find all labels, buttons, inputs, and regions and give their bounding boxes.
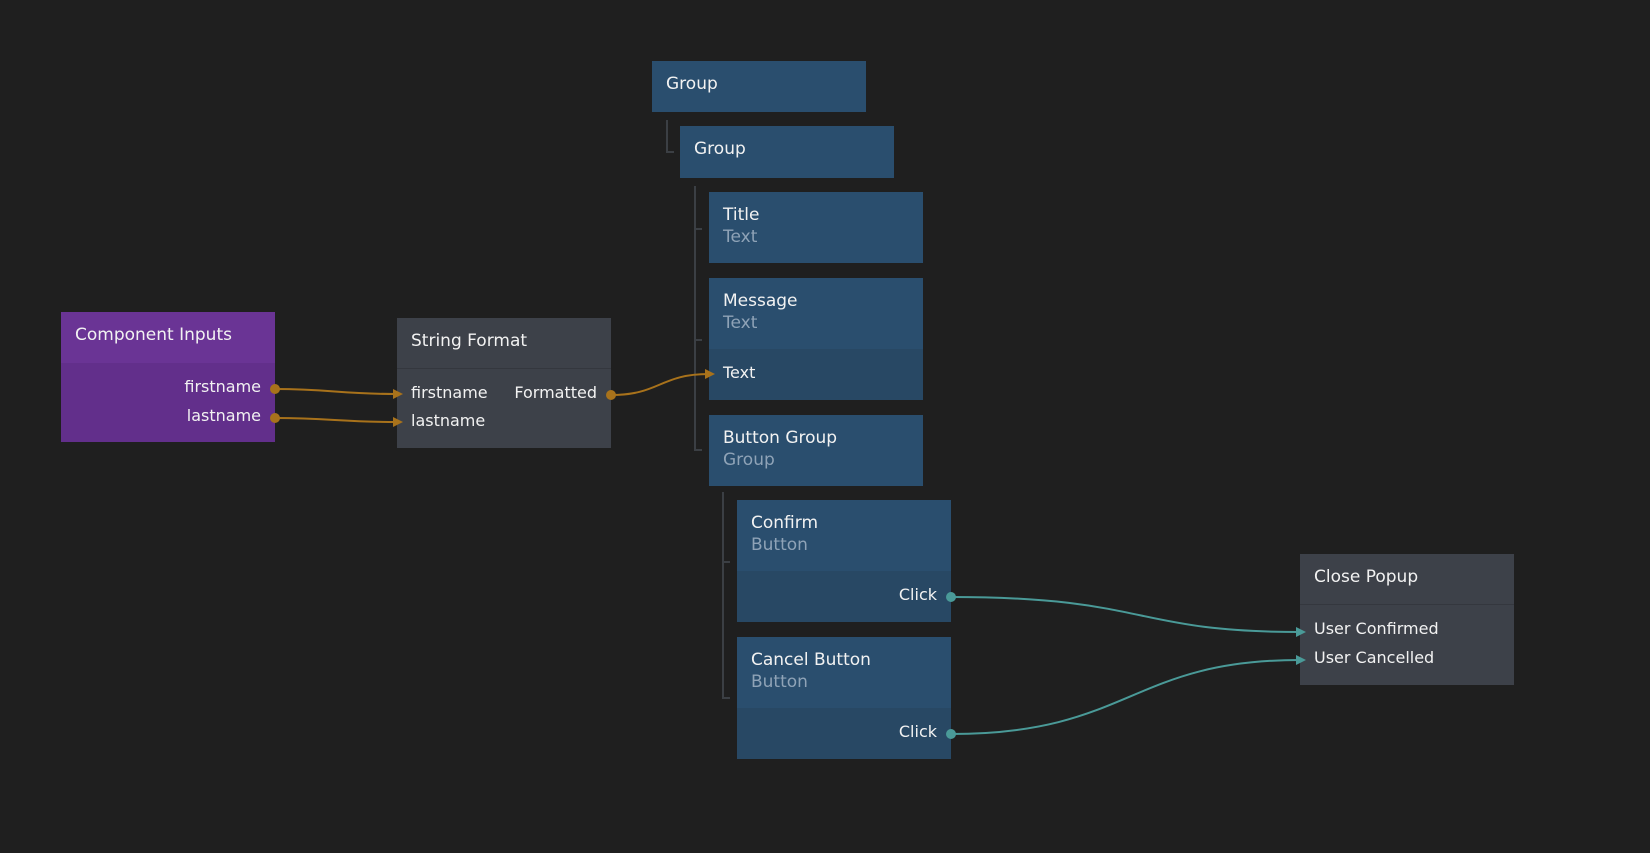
input-port-firstname[interactable]: firstname — [411, 383, 488, 402]
tree-line — [694, 186, 696, 450]
output-port-lastname[interactable]: lastname — [186, 406, 261, 425]
wire-confirm-click — [950, 596, 1301, 633]
wire-cancel-click — [950, 659, 1301, 735]
node-title-text[interactable]: Title Text — [709, 192, 923, 263]
tree-line — [722, 697, 730, 699]
node-type: Button — [751, 535, 808, 555]
node-type: Text — [723, 227, 758, 247]
tree-line — [666, 120, 668, 152]
output-port-formatted[interactable]: Formatted — [514, 383, 597, 402]
wire-lastname — [274, 417, 398, 423]
node-button-group[interactable]: Button Group Group — [709, 415, 923, 486]
node-title: Group — [666, 74, 718, 94]
node-title: Group — [694, 139, 746, 159]
node-confirm-button[interactable]: Confirm Button Click — [737, 500, 951, 622]
node-title: Cancel Button — [751, 650, 871, 670]
wire-firstname — [274, 388, 398, 395]
node-title: String Format — [411, 331, 528, 351]
tree-line — [694, 449, 702, 451]
tree-line — [694, 228, 702, 230]
node-string-format[interactable]: String Format firstname lastname Formatt… — [397, 318, 611, 448]
output-port-click[interactable]: Click — [898, 722, 937, 741]
tree-line — [722, 561, 730, 563]
node-group-inner[interactable]: Group — [680, 126, 894, 178]
input-port-text[interactable]: Text — [723, 363, 756, 382]
tree-line — [694, 339, 702, 341]
node-title: Component Inputs — [75, 325, 232, 345]
node-title: Message — [723, 291, 798, 311]
node-title: Confirm — [751, 513, 819, 533]
node-cancel-button[interactable]: Cancel Button Button Click — [737, 637, 951, 759]
output-port-click[interactable]: Click — [898, 585, 937, 604]
node-group-root[interactable]: Group — [652, 61, 866, 112]
node-component-inputs[interactable]: Component Inputs firstname lastname — [61, 312, 275, 442]
node-title: Button Group — [723, 428, 838, 448]
node-type: Text — [723, 313, 758, 333]
input-port-user-cancelled[interactable]: User Cancelled — [1314, 648, 1435, 667]
input-port-user-confirmed[interactable]: User Confirmed — [1314, 619, 1439, 638]
tree-line — [666, 151, 674, 153]
node-message-text[interactable]: Message Text Text — [709, 278, 923, 400]
node-type: Button — [751, 672, 808, 692]
node-type: Group — [723, 450, 775, 470]
node-title: Title — [723, 205, 760, 225]
input-port-lastname[interactable]: lastname — [411, 411, 486, 430]
tree-line — [722, 492, 724, 698]
output-port-firstname[interactable]: firstname — [184, 377, 261, 396]
node-close-popup[interactable]: Close Popup User Confirmed User Cancelle… — [1300, 554, 1514, 685]
node-title: Close Popup — [1314, 567, 1419, 587]
